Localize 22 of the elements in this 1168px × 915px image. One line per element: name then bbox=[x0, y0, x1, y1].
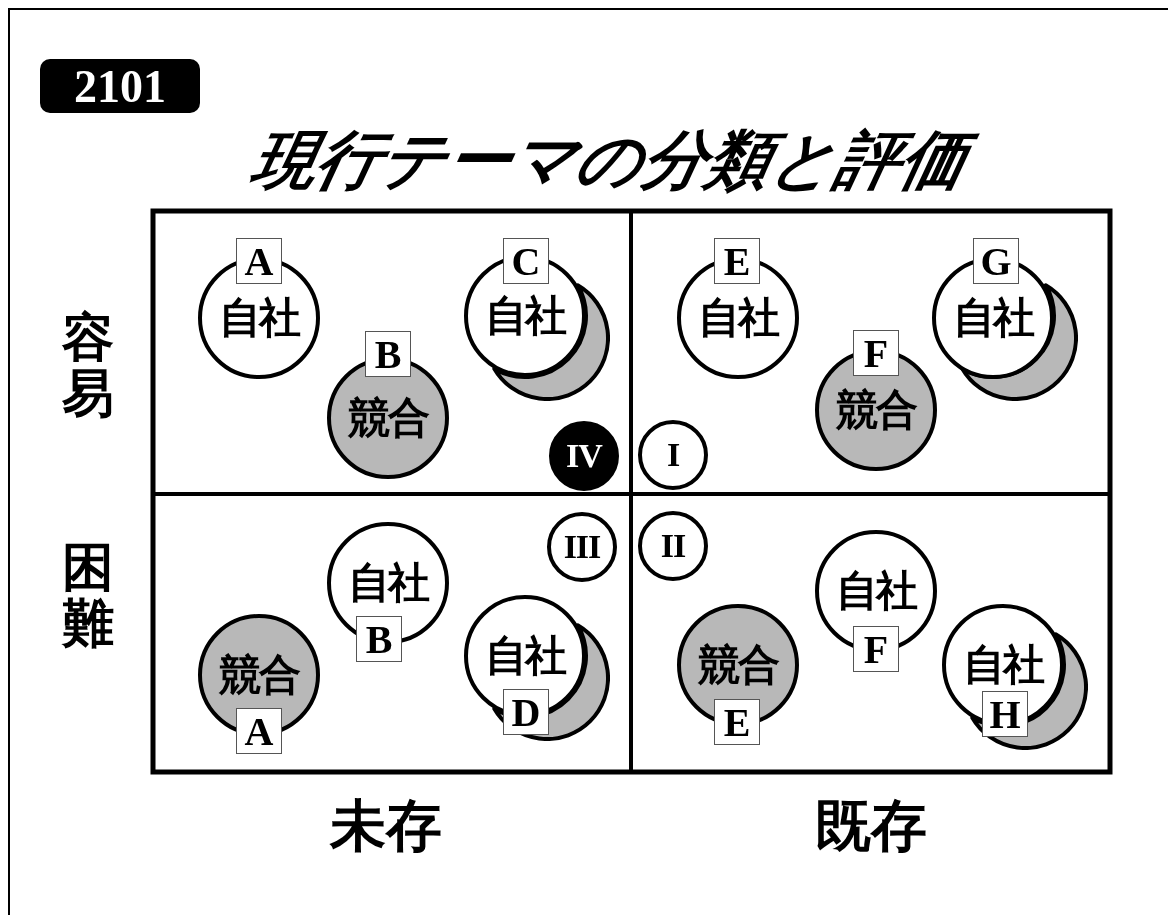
letter-tag: E bbox=[714, 699, 760, 745]
number-badge: 2101 bbox=[40, 59, 200, 113]
letter-tag: A bbox=[236, 708, 282, 754]
letter-tag: B bbox=[356, 616, 402, 662]
axis-label: 容易 bbox=[61, 309, 115, 422]
axis-label: 困難 bbox=[61, 539, 115, 652]
numeral-circle: I bbox=[638, 420, 708, 490]
letter-tag: D bbox=[503, 689, 549, 735]
letter-tag: H bbox=[982, 691, 1028, 737]
letter-tag: B bbox=[365, 331, 411, 377]
letter-tag: F bbox=[853, 330, 899, 376]
numeral-circle: II bbox=[638, 511, 708, 581]
letter-tag: C bbox=[503, 238, 549, 284]
axis-label: 既存 bbox=[815, 798, 927, 854]
letter-tag: F bbox=[853, 626, 899, 672]
title: 現行テーマの分類と評価 bbox=[151, 122, 1069, 198]
letter-tag: G bbox=[973, 238, 1019, 284]
numeral-circle: III bbox=[547, 512, 617, 582]
numeral-circle: IV bbox=[549, 421, 619, 491]
axis-label: 未存 bbox=[330, 798, 442, 854]
letter-tag: A bbox=[236, 238, 282, 284]
letter-tag: E bbox=[714, 238, 760, 284]
